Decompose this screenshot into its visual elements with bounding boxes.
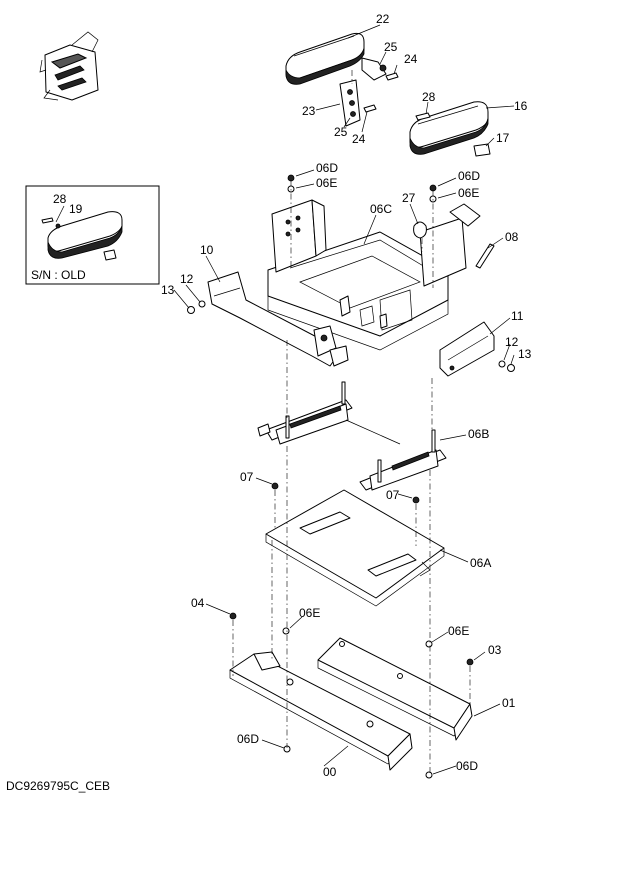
armrest-22-part bbox=[285, 32, 399, 85]
pin-08-part bbox=[475, 243, 495, 269]
clip-27-part bbox=[413, 221, 427, 239]
label-25-lower: 25 bbox=[334, 125, 348, 139]
slide-rail-06B-right bbox=[345, 419, 447, 491]
slide-rail-06B-left bbox=[257, 381, 353, 445]
label-08: 08 bbox=[505, 230, 519, 244]
label-00: 00 bbox=[323, 765, 337, 779]
label-06E-upper-left: 06E bbox=[316, 176, 337, 190]
label-06E-lower-left: 06E bbox=[299, 606, 320, 620]
label-06D-upper-right: 06D bbox=[458, 169, 480, 183]
part-number-labels: 22 25 24 23 25 24 28 16 17 06D 06E 06D 0… bbox=[53, 12, 532, 779]
label-07-left: 07 bbox=[240, 470, 254, 484]
label-06B: 06B bbox=[468, 427, 489, 441]
bracket-23-part bbox=[339, 79, 377, 127]
label-11: 11 bbox=[511, 309, 524, 323]
label-28-inset: 28 bbox=[53, 192, 67, 206]
label-01: 01 bbox=[502, 696, 516, 710]
lower-fasteners bbox=[229, 612, 474, 779]
rail-00-part bbox=[229, 651, 413, 771]
side-rail-10-part bbox=[207, 271, 349, 367]
base-plate-06A-part bbox=[265, 489, 445, 607]
label-06E-lower-right: 06E bbox=[448, 624, 469, 638]
label-16: 16 bbox=[514, 99, 528, 113]
seat-frame-06C-part bbox=[267, 199, 481, 351]
label-06E-upper-right: 06E bbox=[458, 186, 479, 200]
label-27: 27 bbox=[402, 191, 416, 205]
label-13-right: 13 bbox=[518, 347, 532, 361]
inset-caption: S/N : OLD bbox=[31, 268, 86, 282]
locator-thumbnail-icon bbox=[39, 31, 99, 101]
label-07-right: 07 bbox=[386, 488, 400, 502]
label-13-left: 13 bbox=[161, 283, 175, 297]
label-24-upper: 24 bbox=[404, 52, 418, 66]
label-06D-lower-left: 06D bbox=[237, 732, 259, 746]
label-19-inset: 19 bbox=[69, 202, 83, 216]
armrest-16-part bbox=[409, 101, 491, 157]
side-cover-11-part bbox=[439, 321, 495, 377]
label-12-left: 12 bbox=[180, 272, 194, 286]
assembly-center-lines bbox=[232, 70, 471, 774]
fastener-12-13-right bbox=[498, 360, 515, 372]
label-25-upper: 25 bbox=[384, 40, 398, 54]
label-23: 23 bbox=[302, 104, 316, 118]
label-22: 22 bbox=[376, 12, 390, 26]
label-06D-upper-left: 06D bbox=[316, 161, 338, 175]
inset-old-sn-box: S/N : OLD bbox=[25, 185, 160, 285]
leader-lines bbox=[55, 24, 515, 775]
fastener-12-13-left bbox=[187, 300, 206, 314]
label-10: 10 bbox=[200, 243, 214, 257]
bolts-07 bbox=[271, 482, 420, 504]
label-12-right: 12 bbox=[505, 335, 519, 349]
label-06A: 06A bbox=[470, 556, 491, 570]
label-03: 03 bbox=[488, 643, 502, 657]
label-06D-lower-right: 06D bbox=[456, 759, 478, 773]
rail-01-part bbox=[317, 637, 473, 741]
document-code: DC9269795C_CEB bbox=[6, 779, 110, 793]
label-17: 17 bbox=[496, 131, 510, 145]
label-24-lower: 24 bbox=[352, 132, 366, 146]
label-04: 04 bbox=[191, 596, 205, 610]
label-28: 28 bbox=[422, 90, 436, 104]
label-06C: 06C bbox=[370, 202, 392, 216]
